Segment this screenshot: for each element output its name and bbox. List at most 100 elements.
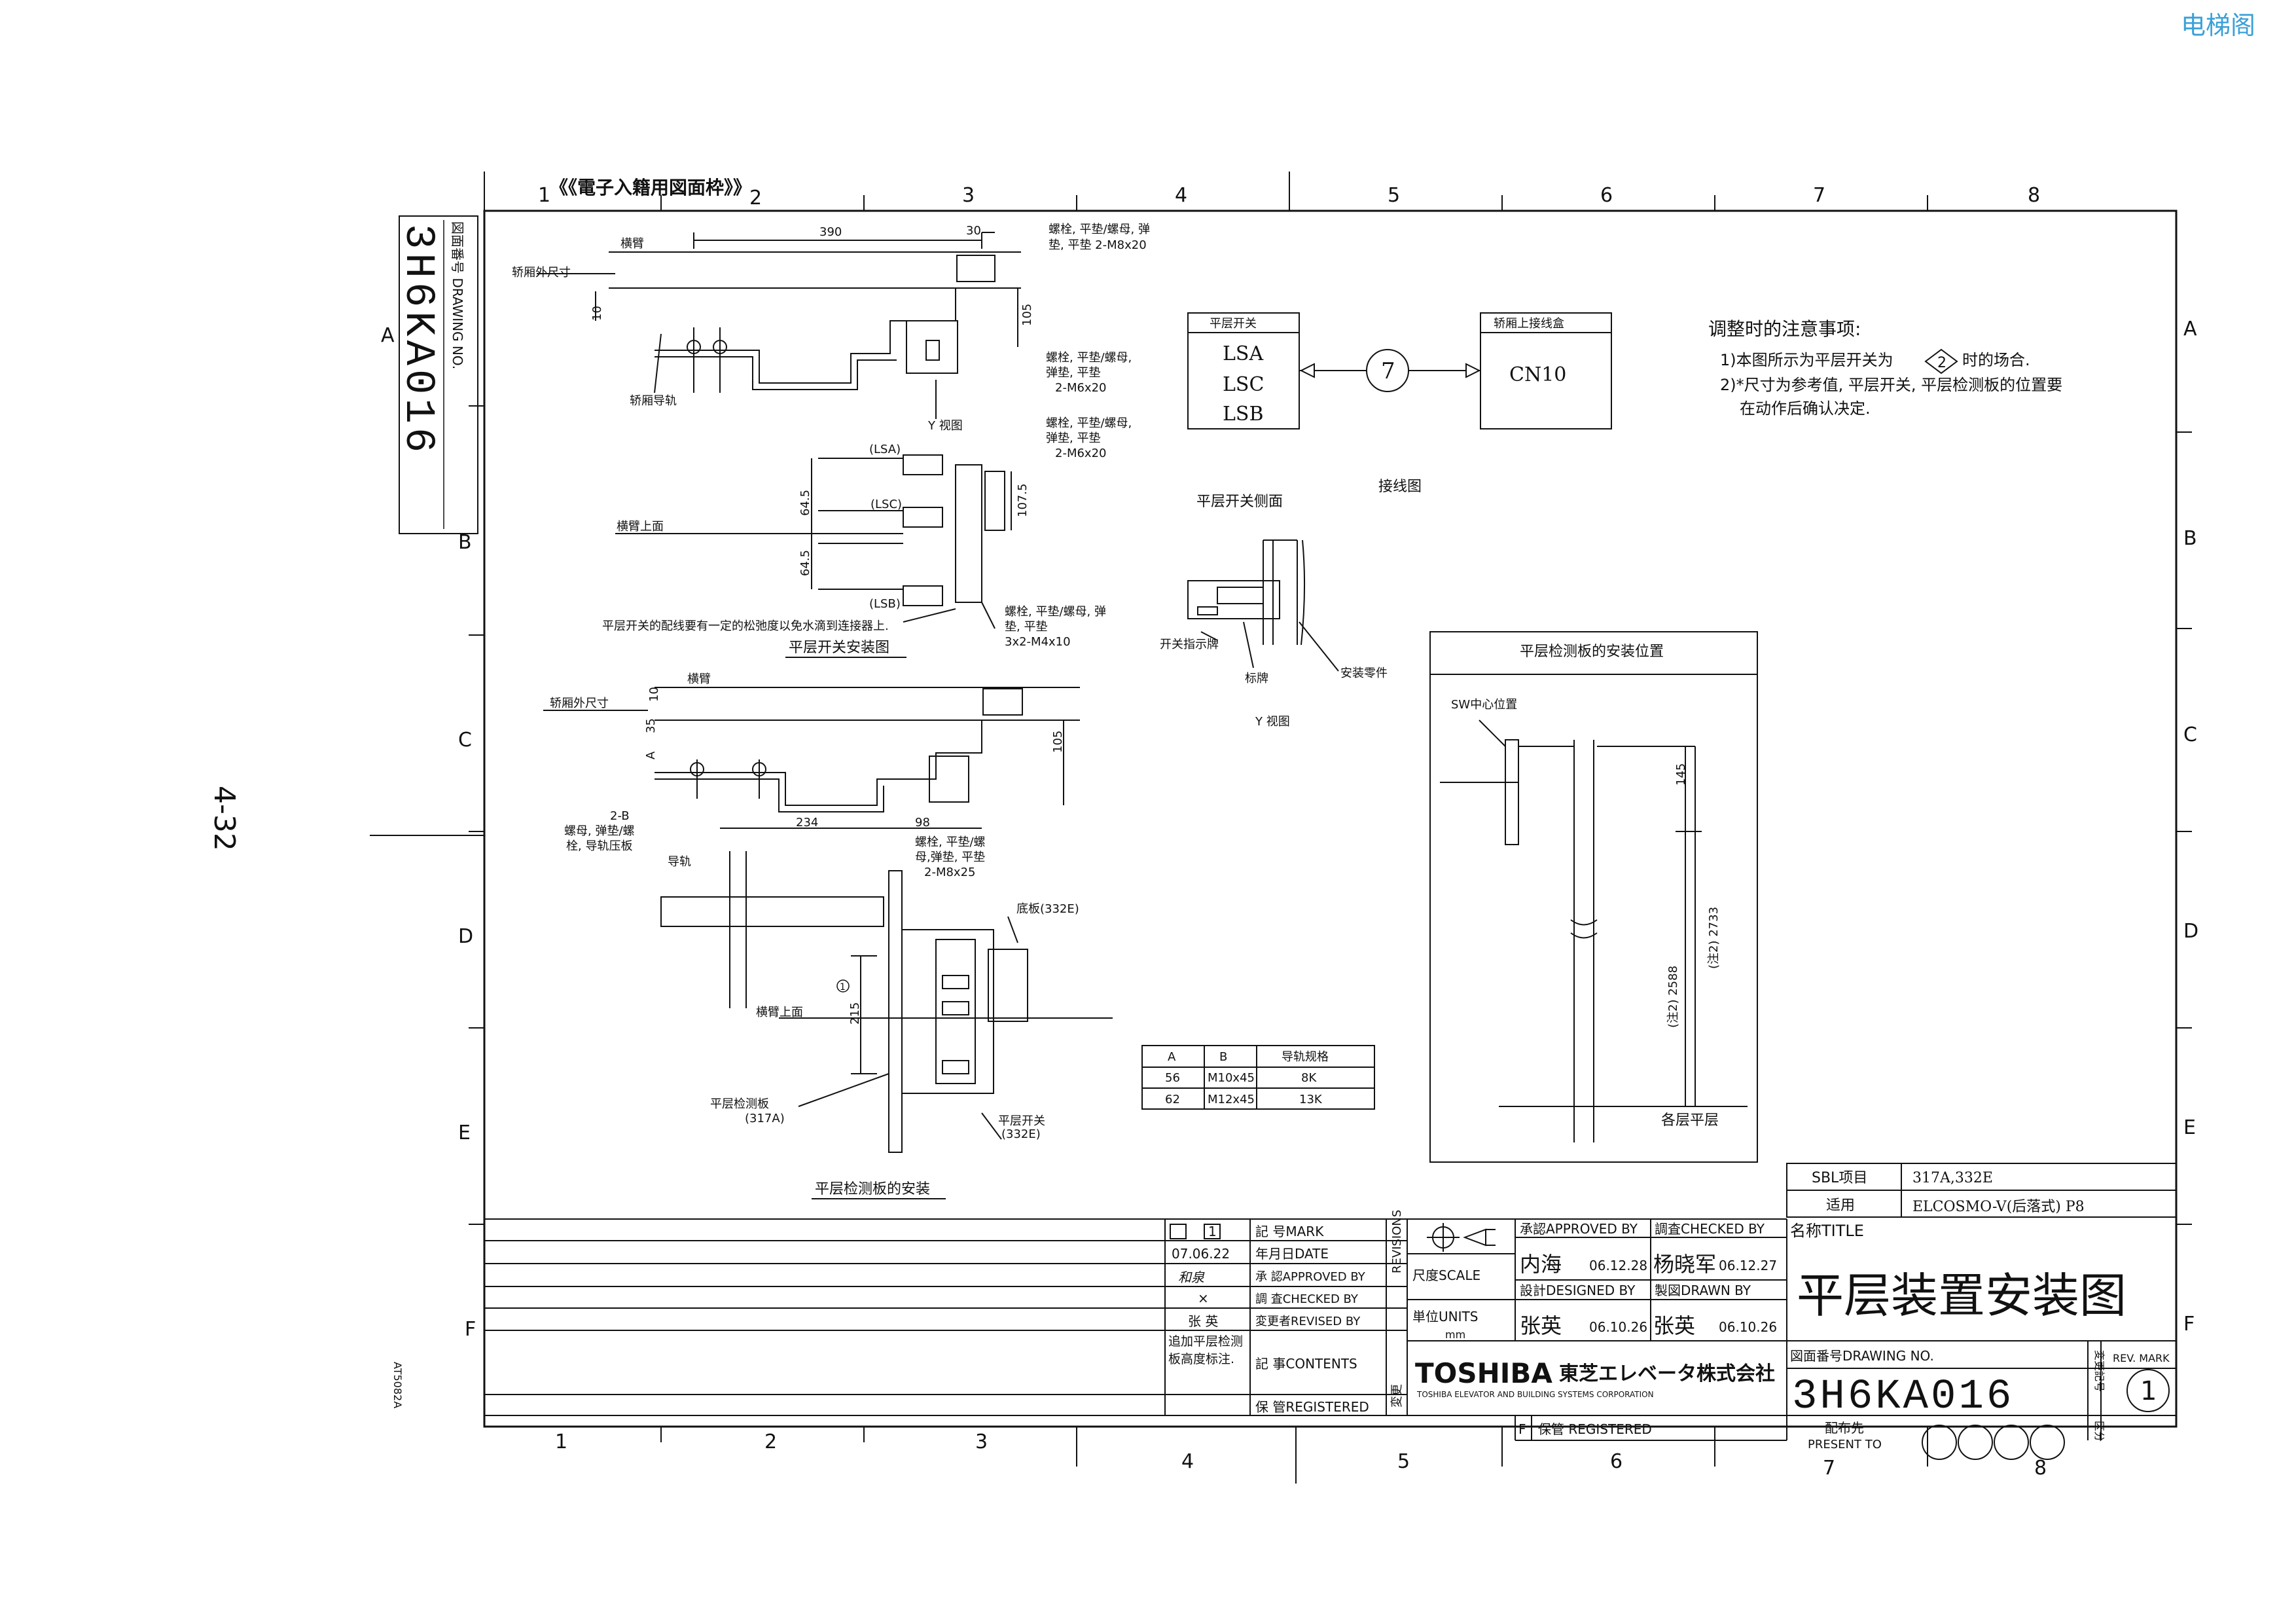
tb-title: 平层装置安装图	[1797, 1268, 2126, 1323]
col-label-bottom-4: 4	[1181, 1450, 1194, 1473]
row-label-right-c: C	[2183, 723, 2197, 746]
d1-bolt2-line1: 螺栓, 平垫/螺母,	[1046, 351, 1132, 365]
frame-caption: 《《電子入籍用図面枠》》	[550, 177, 751, 198]
rail-table-r2-b: M12x45	[1208, 1093, 1255, 1106]
wiring-caption: 接线图	[1378, 479, 1422, 495]
d1-bolt1-line2: 垫, 平垫 2-M8x20	[1049, 238, 1147, 252]
d3-plate-line2: (317A)	[745, 1112, 785, 1125]
col-label-bottom-2: 2	[764, 1431, 777, 1453]
row-label-left-f: F	[465, 1318, 476, 1341]
rail-table-r2-spec: 13K	[1299, 1093, 1323, 1106]
tb-designed-name: 张英	[1520, 1313, 1562, 1338]
d2-lsc-label: (LSC)	[870, 498, 902, 511]
rev-content: 追加平层检测板高度标注.	[1168, 1334, 1244, 1366]
d3-bolt5-line2: 母,弹垫, 平垫	[915, 850, 985, 864]
rail-table-r2-a: 62	[1165, 1093, 1180, 1106]
sbl-value2: ELCOSMO-V(后落式) P8	[1912, 1199, 2085, 1215]
rev-mark-cell: 1	[1208, 1224, 1217, 1239]
rev-h-revised: 変更者REVISED BY	[1255, 1315, 1361, 1328]
col-label-top-8: 8	[2028, 184, 2040, 207]
switch-side-geometry	[1187, 539, 1339, 672]
d1-y-view: Y 视图	[927, 419, 963, 433]
d1-dim-105: 105	[1020, 304, 1034, 326]
tb-f-label: F	[1518, 1421, 1526, 1437]
tb-present-en: PRESENT TO	[1808, 1438, 1882, 1451]
col-label-bottom-6: 6	[1610, 1450, 1623, 1473]
row-label-right-d: D	[2183, 920, 2198, 943]
switch-side-parts: 安装零件	[1340, 666, 1388, 680]
tb-drawn-date: 06.10.26	[1719, 1319, 1777, 1335]
rev-h-mark: 記 号MARK	[1255, 1224, 1324, 1239]
tb-title-h: 名称TITLE	[1790, 1222, 1864, 1240]
tb-rev-mark-h: REV. MARK	[2113, 1352, 2170, 1364]
wiring-connector: CN10	[1509, 363, 1566, 386]
d2-bolt4-line3: 3x2-M4x10	[1005, 635, 1071, 649]
d1-bolt2-line3: 2-M6x20	[1055, 381, 1107, 395]
rev-checked-sig: ×	[1198, 1290, 1209, 1306]
tb-units-val: mm	[1445, 1328, 1465, 1341]
notes-diamond-mark	[1924, 348, 1958, 374]
col-label-top-4: 4	[1175, 184, 1187, 207]
col-label-top-1: 1	[538, 184, 550, 207]
tb-drawn-h: 製図DRAWN BY	[1655, 1283, 1751, 1298]
vertical-drawing-no-value: 3H6KA016	[394, 224, 441, 456]
col-label-top-3: 3	[962, 184, 975, 207]
d3-switch-line2: (332E)	[1001, 1127, 1041, 1141]
tb-registered: 保管 REGISTERED	[1538, 1421, 1652, 1437]
d3-nut-line3: 栓, 导轨压板	[566, 839, 632, 853]
d3-circle-1-mark	[836, 979, 850, 993]
d2-bolt4-line2: 垫, 平垫	[1005, 620, 1047, 634]
rev-approved-sig: 和泉	[1178, 1269, 1205, 1285]
d3-dim-a: A	[644, 751, 658, 759]
col-label-top-7: 7	[1813, 184, 1825, 207]
outer-border	[483, 210, 2178, 1428]
drawing-1-geometry	[537, 232, 1021, 419]
tb-rev-mark: 1	[2140, 1376, 2157, 1406]
revision-geometry	[484, 1218, 2176, 1460]
wiring-geometry	[1187, 312, 1612, 429]
row-label-left-b: B	[458, 531, 472, 554]
col-label-bottom-1: 1	[555, 1431, 567, 1453]
tb-approved-h: 承認APPROVED BY	[1520, 1221, 1638, 1237]
tb-scale: 尺度SCALE	[1412, 1267, 1480, 1283]
d1-dim-390: 390	[819, 225, 842, 239]
rev-h-contents: 記 事CONTENTS	[1255, 1356, 1357, 1372]
sbl-geometry	[1786, 1163, 2177, 1218]
col-label-bottom-5: 5	[1397, 1450, 1410, 1473]
tb-present-h: 配布先	[1825, 1420, 1864, 1436]
row-label-left-d: D	[458, 925, 473, 948]
wiring-cable-no: 7	[1381, 358, 1395, 384]
install-pos-geometry	[1429, 631, 1758, 1163]
d3-nut-line1: 2-B	[610, 809, 630, 823]
tb-company-jp: 東芝エレベータ株式会社	[1559, 1362, 1775, 1385]
d2-lsb-label: (LSB)	[869, 597, 901, 611]
drawing-3-rail-geometry	[543, 687, 1080, 829]
d3-base-label: 底板(332E)	[1016, 902, 1079, 916]
d1-car-outer-label: 轿厢外尺寸	[512, 266, 571, 280]
tb-approved-name: 内海	[1520, 1252, 1562, 1277]
sbl-label1: SBL项目	[1812, 1170, 1867, 1186]
tb-drawing-no-h: 図面番号DRAWING NO.	[1790, 1348, 1934, 1364]
d3-switch-line1: 平层开关	[998, 1114, 1045, 1128]
d1-car-rail-label: 轿厢导轨	[630, 394, 677, 408]
d1-bolt2-line2: 弹垫, 平垫	[1046, 366, 1100, 380]
tb-company-logo: TOSHIBA	[1415, 1357, 1552, 1389]
rev-h-date: 年月日DATE	[1255, 1246, 1329, 1262]
notes-line1-b: 时的场合.	[1962, 351, 2030, 369]
notes-line3: 在动作后确认决定.	[1740, 399, 1871, 418]
d3-dim-234: 234	[796, 816, 818, 830]
d3-caption: 平层检测板的安装	[815, 1181, 930, 1197]
row-label-left-e: E	[458, 1122, 471, 1144]
d3-plate-line1: 平层检测板	[710, 1097, 769, 1111]
d3-crossarm-label: 横臂	[687, 672, 711, 686]
rev-henko: 変更	[1390, 1384, 1404, 1408]
wiring-switch-lsa: LSA	[1223, 342, 1263, 365]
rail-table-header-a: A	[1168, 1050, 1176, 1064]
install-pos-dim145: 145	[1674, 763, 1688, 786]
d2-bolt3-line1: 螺栓, 平垫/螺母,	[1046, 416, 1132, 430]
row-label-left-c: C	[458, 729, 472, 752]
tb-drawn-name: 张英	[1653, 1313, 1695, 1338]
d3-dim-10: 10	[647, 687, 661, 702]
page-number: 4-32	[207, 786, 241, 851]
install-pos-floor: 各层平层	[1661, 1112, 1719, 1129]
